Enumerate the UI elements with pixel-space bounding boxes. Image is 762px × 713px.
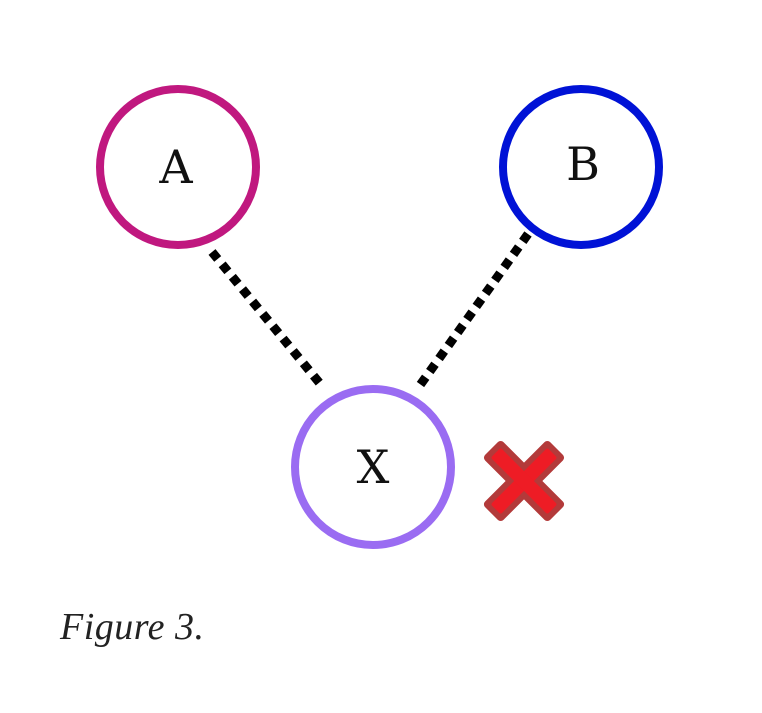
node-x: X	[291, 385, 455, 549]
edge-b-x	[414, 231, 532, 391]
node-b-label: B	[566, 137, 600, 191]
edge-a-x	[208, 249, 326, 389]
node-a-label: A	[158, 140, 193, 194]
node-a-circle	[96, 85, 260, 249]
node-x-circle	[291, 385, 455, 549]
node-x-label: X	[357, 440, 390, 494]
cross-icon-fill-h	[491, 448, 557, 514]
cross-icon	[483, 440, 565, 522]
node-a: A	[96, 85, 260, 249]
node-b-circle	[499, 85, 663, 249]
node-b: B	[499, 85, 663, 249]
figure-caption: Figure 3.	[60, 606, 205, 648]
